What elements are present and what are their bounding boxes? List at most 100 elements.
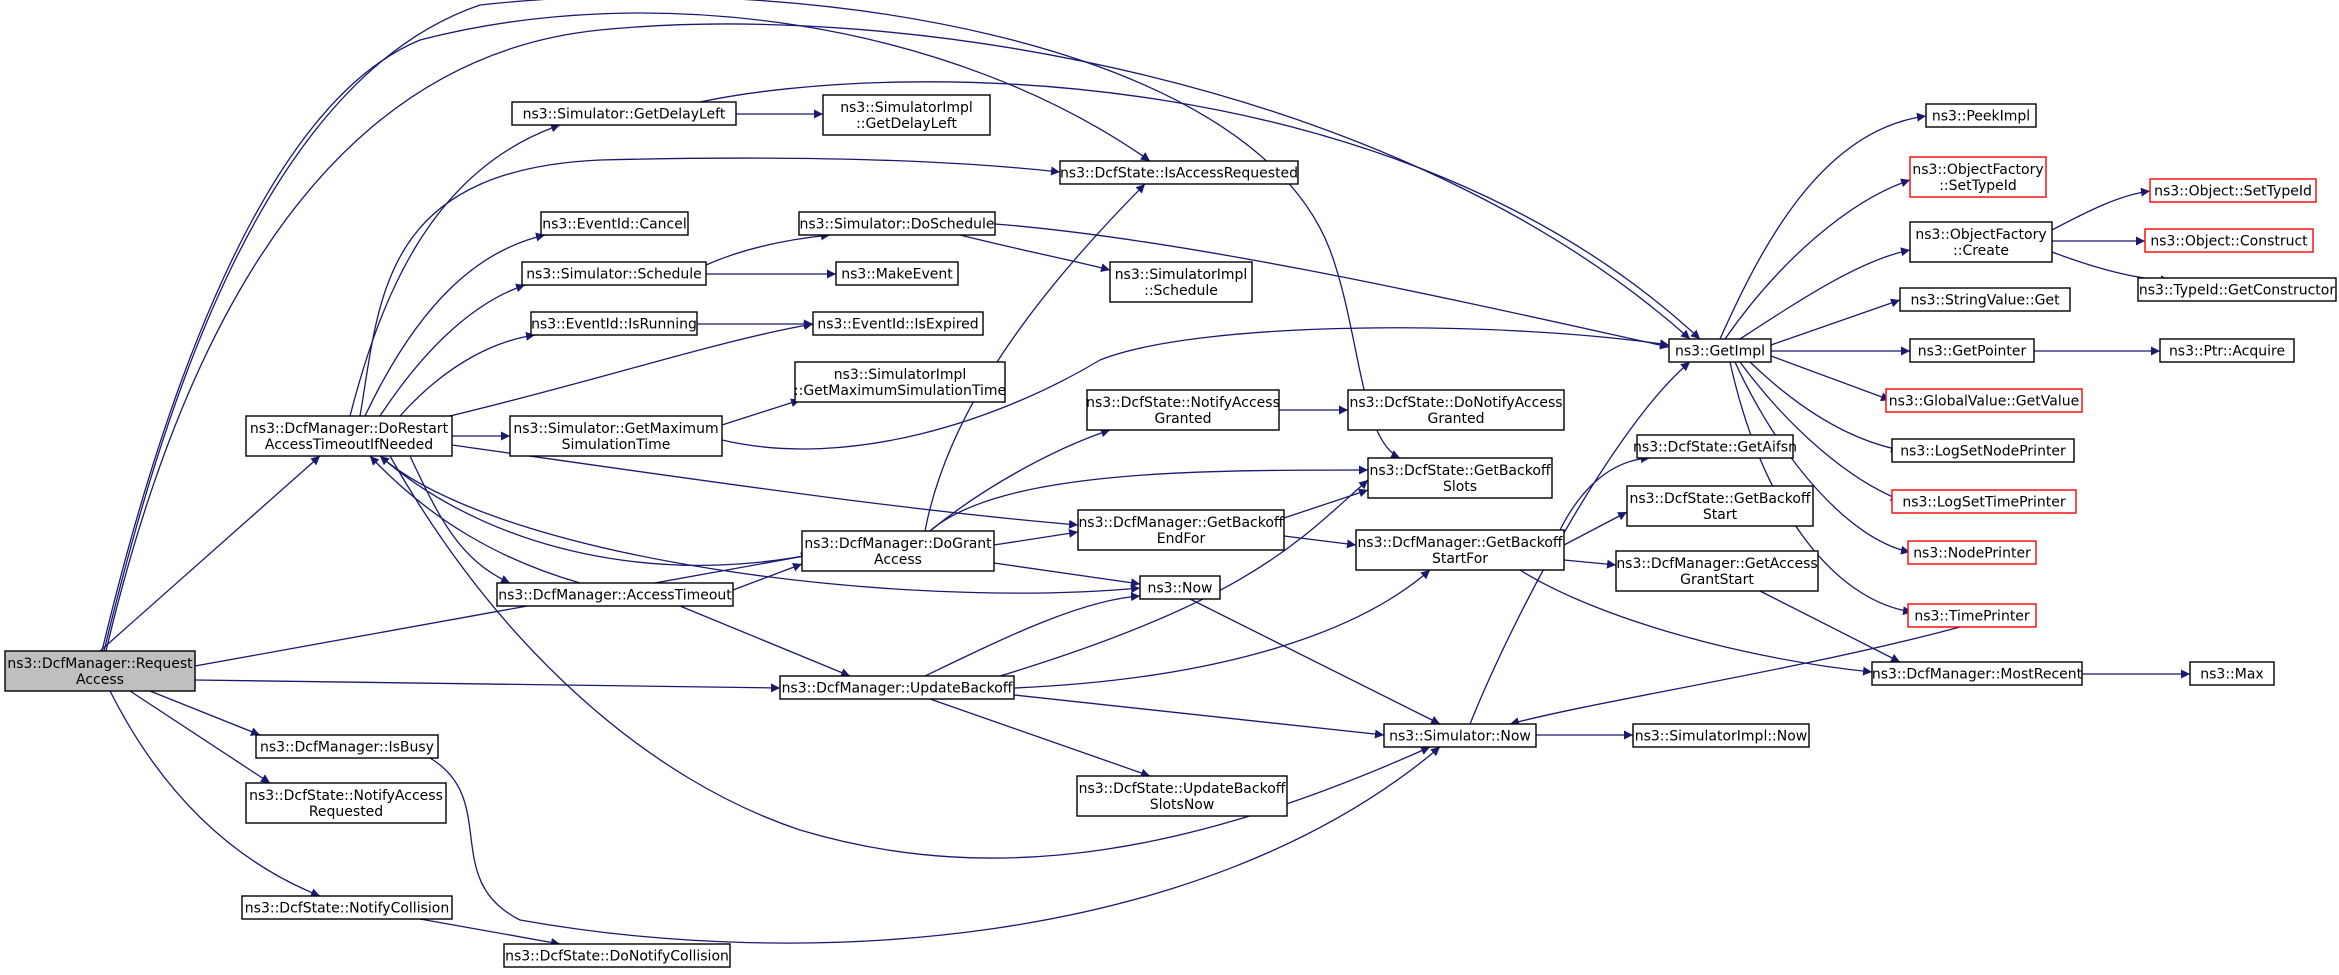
node-label: ns3::LogSetNodePrinter	[1900, 444, 2066, 460]
node-label: ns3::DcfState::GetBackoff	[1369, 463, 1550, 479]
node-label: ns3::DcfManager::GetBackoff	[1078, 515, 1283, 531]
node-logSetNode[interactable]: ns3::LogSetNodePrinter	[1891, 438, 2075, 463]
node-isRunning[interactable]: ns3::EventId::IsRunning	[530, 311, 698, 336]
node-label: ns3::GetPointer	[1918, 344, 2027, 360]
node-isAccessReq[interactable]: ns3::DcfState::IsAccessRequested	[1059, 160, 1299, 185]
node-doSchedule[interactable]: ns3::Simulator::DoSchedule	[798, 211, 996, 236]
node-getDelayLeft[interactable]: ns3::Simulator::GetDelayLeft	[511, 101, 737, 126]
node-evCancel[interactable]: ns3::EventId::Cancel	[540, 211, 689, 236]
node-doRestart[interactable]: ns3::DcfManager::DoRestartAccessTimeoutI…	[245, 415, 453, 457]
node-getMax[interactable]: ns3::Simulator::GetMaximumSimulationTime	[509, 415, 723, 457]
edge-notifyCollision-to-doNotifyCollision	[419, 918, 561, 947]
node-updateBackoff[interactable]: ns3::DcfManager::UpdateBackoff	[779, 675, 1015, 700]
node-getImpl[interactable]: ns3::GetImpl	[1668, 338, 1772, 363]
node-max[interactable]: ns3::Max	[2189, 661, 2275, 686]
node-box	[1891, 489, 2077, 514]
edge-doGrant-to-isAccessReq	[924, 183, 1146, 532]
node-now[interactable]: ns3::Now	[1139, 575, 1221, 600]
node-mostRecent[interactable]: ns3::DcfManager::MostRecent	[1871, 661, 2083, 686]
edge-doRestart-to-simNow	[389, 455, 1431, 859]
node-box	[1355, 529, 1565, 571]
node-implGetMax[interactable]: ns3::SimulatorImpl::GetMaximumSimulation…	[794, 361, 1006, 403]
node-getPointer[interactable]: ns3::GetPointer	[1909, 338, 2035, 363]
node-box	[835, 261, 959, 286]
edge-request-to-isBusy	[149, 690, 261, 736]
node-schedule[interactable]: ns3::Simulator::Schedule	[521, 261, 707, 286]
node-label: ::Schedule	[1144, 283, 1218, 299]
node-getAifsn[interactable]: ns3::DcfState::GetAifsn	[1633, 434, 1797, 459]
node-objSetTypeId[interactable]: ns3::Object::SetTypeId	[2149, 178, 2317, 203]
node-label: ns3::Ptr::Acquire	[2169, 344, 2285, 360]
node-label: ns3::DcfState::GetBackoff	[1629, 491, 1810, 507]
node-box	[1871, 661, 2083, 686]
edge-updateBackoff-to-now	[924, 592, 1141, 677]
edge-updateBackoff-to-getBackoffSlots	[999, 479, 1369, 677]
node-label: ns3::MakeEvent	[841, 267, 953, 283]
edge-request-to-notifyCollision	[109, 690, 321, 897]
node-label: ns3::DcfState::DoNotifyAccess	[1349, 395, 1562, 411]
node-ofCreate[interactable]: ns3::ObjectFactory::Create	[1909, 221, 2053, 263]
node-label: ns3::LogSetTimePrinter	[1902, 495, 2066, 511]
edge-getBackoffStartFor-to-mostRecent	[1519, 569, 1873, 676]
edge-getImpl-to-peekImpl	[1719, 112, 1927, 340]
node-makeEvent[interactable]: ns3::MakeEvent	[835, 261, 959, 286]
node-box	[1367, 457, 1553, 499]
node-objConstruct[interactable]: ns3::Object::Construct	[2144, 228, 2314, 253]
edge-doRestart-to-isAccessReq	[359, 157, 1061, 417]
edge-getAccessGrantStart-to-mostRecent	[1759, 590, 1901, 663]
node-globalGetValue[interactable]: ns3::GlobalValue::GetValue	[1885, 388, 2083, 413]
node-label: ns3::DcfManager::IsBusy	[260, 740, 434, 756]
node-label: ::SetTypeId	[1939, 178, 2017, 194]
node-label: SimulationTime	[562, 437, 671, 453]
node-box	[2189, 661, 2275, 686]
edge-request-to-getImpl	[105, 23, 1691, 652]
node-box	[1086, 389, 1280, 431]
node-box	[521, 261, 707, 286]
node-implNow[interactable]: ns3::SimulatorImpl::Now	[1632, 723, 1810, 748]
node-box	[503, 943, 731, 968]
edge-doGrant-to-getBackoffEndFor	[993, 528, 1079, 546]
node-notifyCollision[interactable]: ns3::DcfState::NotifyCollision	[241, 895, 453, 920]
node-label: ns3::Object::Construct	[2150, 234, 2308, 250]
node-ptrAcquire[interactable]: ns3::Ptr::Acquire	[2159, 338, 2295, 363]
node-peekImpl[interactable]: ns3::PeekImpl	[1925, 103, 2037, 128]
node-simNow[interactable]: ns3::Simulator::Now	[1383, 723, 1537, 748]
node-box	[2149, 178, 2317, 203]
node-box	[4, 650, 196, 692]
node-ofSetTypeId[interactable]: ns3::ObjectFactory::SetTypeId	[1909, 156, 2047, 198]
node-box	[1632, 723, 1810, 748]
node-logSetTime[interactable]: ns3::LogSetTimePrinter	[1891, 489, 2077, 514]
edge-now-to-simNow	[1189, 598, 1441, 725]
node-box	[509, 415, 723, 457]
node-implSchedule[interactable]: ns3::SimulatorImpl::Schedule	[1109, 261, 1253, 303]
node-isBusy[interactable]: ns3::DcfManager::IsBusy	[255, 734, 439, 759]
edge-request-to-notifyAccessReq	[129, 690, 271, 784]
node-implGetDelayLeft[interactable]: ns3::SimulatorImpl::GetDelayLeft	[822, 94, 991, 136]
node-typeIdGetCtor[interactable]: ns3::TypeId::GetConstructor	[2137, 277, 2337, 302]
node-strValGet[interactable]: ns3::StringValue::Get	[1899, 287, 2071, 312]
node-label: Access	[874, 552, 922, 568]
node-timePrinter[interactable]: ns3::TimePrinter	[1907, 603, 2037, 628]
node-label: Requested	[309, 804, 383, 820]
edge-getImpl-to-logSetNode	[1749, 361, 1901, 453]
node-isExpired[interactable]: ns3::EventId::IsExpired	[812, 311, 984, 336]
node-nodePrinter[interactable]: ns3::NodePrinter	[1907, 540, 2037, 565]
node-box	[255, 734, 439, 759]
node-doNotifyCollision[interactable]: ns3::DcfState::DoNotifyCollision	[503, 943, 731, 968]
node-label: AccessTimeoutIfNeeded	[265, 437, 433, 453]
node-label: ns3::DcfManager::DoGrant	[804, 536, 992, 552]
edge-getImpl-to-timePrinter	[1729, 361, 1913, 616]
edge-getMax-to-getImpl	[721, 327, 1670, 450]
node-accessTimeout[interactable]: ns3::DcfManager::AccessTimeout	[496, 582, 734, 607]
